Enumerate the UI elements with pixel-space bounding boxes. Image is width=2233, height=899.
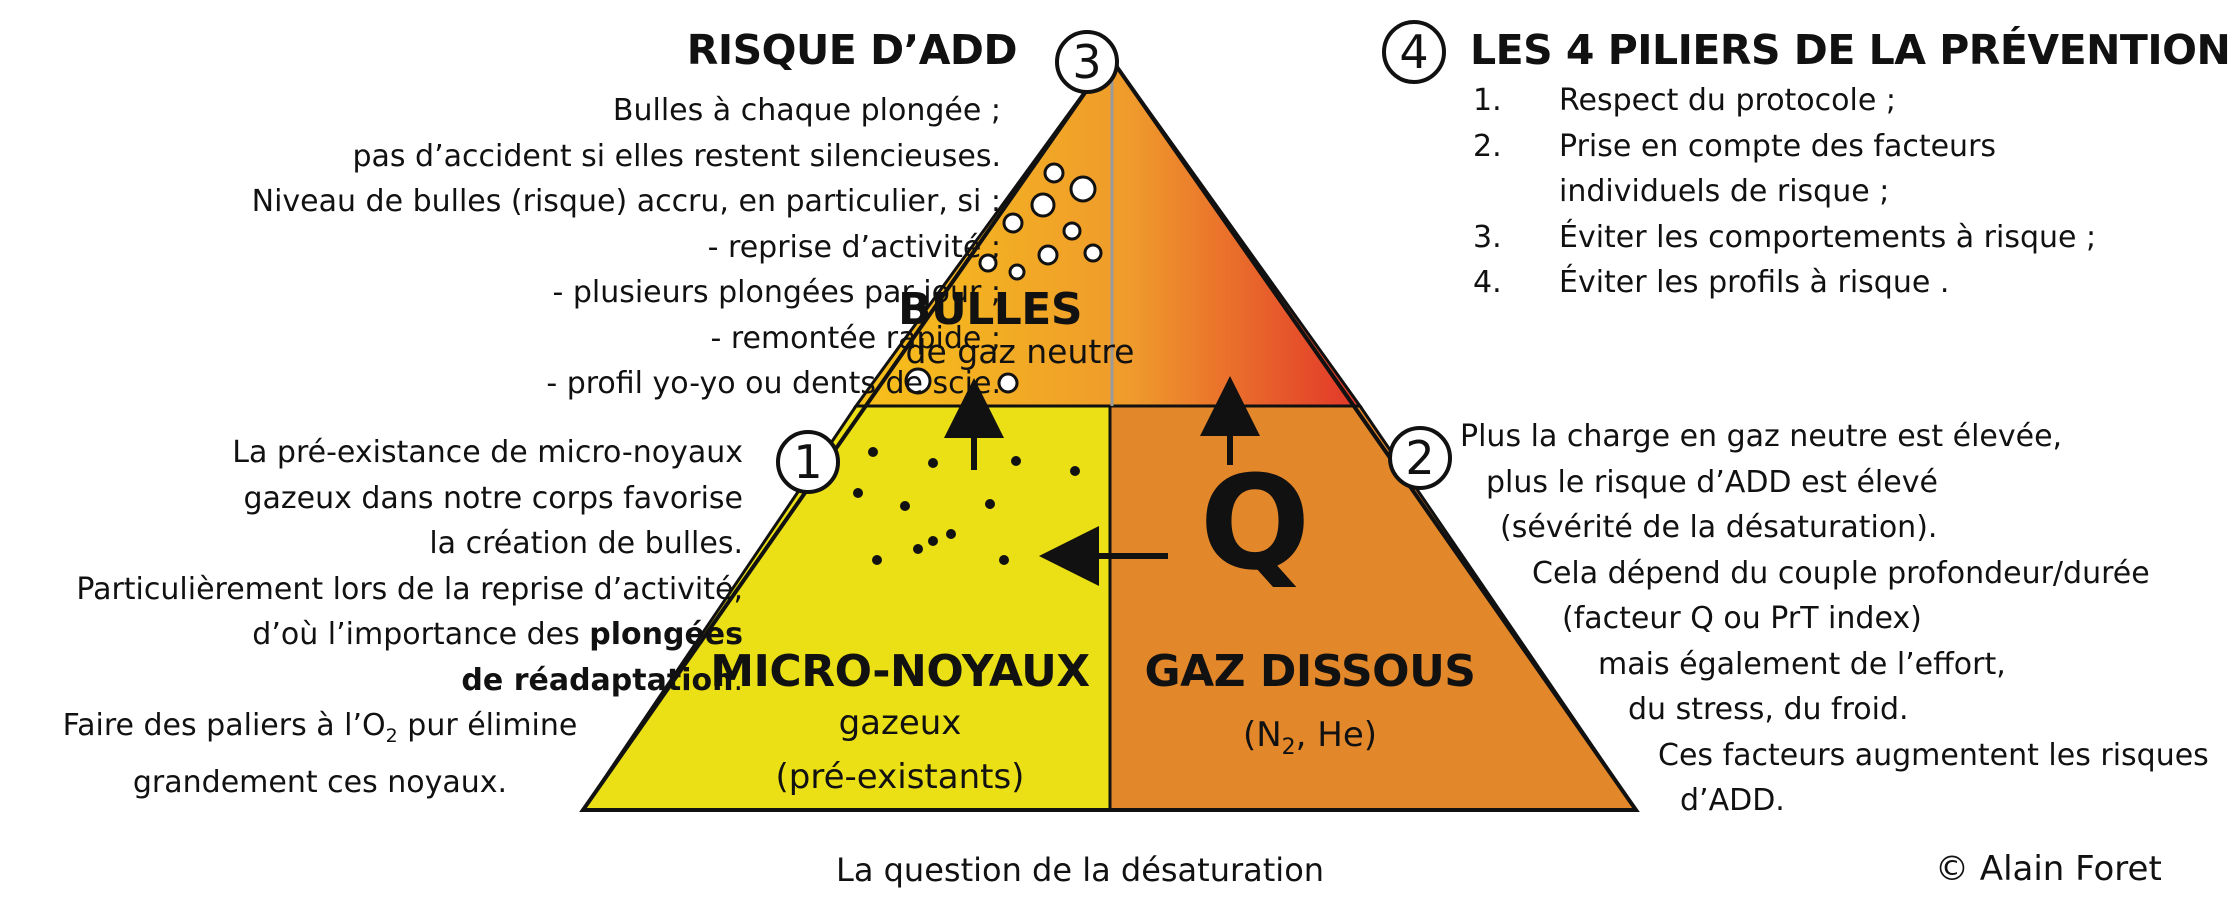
pilier-text: Respect du protocole ;: [1559, 83, 1896, 118]
importance-suffix: .: [733, 662, 743, 698]
dot: [872, 555, 882, 565]
bubble: [1030, 192, 1056, 218]
formula-before: (N: [1242, 715, 1282, 755]
text-line: mais également de l’effort,: [1598, 646, 2006, 682]
dot: [946, 529, 956, 539]
piliers-list: 1. Respect du protocole ; 2. Prise en compt…: [1473, 78, 2096, 306]
bubble: [1002, 212, 1024, 234]
dot: [928, 458, 938, 468]
bubble: [1069, 175, 1097, 203]
dot: [1011, 456, 1021, 466]
bubble: [1062, 221, 1082, 241]
text-line: - profil yo-yo ou dents de scie.: [546, 366, 1001, 401]
paliers-line-1: Faire des paliers à l’O2 pur élimine: [0, 703, 640, 760]
importance-bold-1: plongées: [589, 617, 743, 652]
pilier-text: Prise en compte des facteurs: [1559, 128, 1997, 164]
bulles-title: BULLES: [897, 284, 1083, 335]
dot: [853, 488, 863, 498]
micro-noyaux-dots: [853, 447, 1080, 565]
dot: [985, 499, 995, 509]
text-line: gazeux dans notre corps favorise: [243, 480, 743, 516]
pilier-number: 3.: [1473, 219, 1502, 255]
importance-line: d’où l’importance des plongées: [76, 612, 743, 658]
dot: [868, 447, 878, 457]
text-line: du stress, du froid.: [1628, 692, 1909, 727]
gaz-dissous-zone-title: GAZ DISSOUS: [1144, 646, 1476, 697]
text-line: Niveau de bulles (risque) accru, en part…: [251, 184, 1001, 219]
gaz-dissous-formula: (N2, He): [1110, 718, 1510, 759]
text-line: Ces facteurs augmentent les risques: [1658, 737, 2209, 773]
text-line: Particulièrement lors de la reprise d’ac…: [76, 571, 743, 607]
diagram-caption: La question de la désaturation: [836, 851, 1325, 889]
pilier-text: individuels de risque ;: [1559, 174, 1890, 209]
formula-sub: 2: [1281, 734, 1296, 760]
text-line: pas d’accident si elles restent silencie…: [352, 138, 1001, 174]
bubble: [978, 253, 998, 273]
micro-noyaux-lines: La pré-existance de micro-noyaux gazeux d…: [76, 430, 743, 612]
copyright: © Alain Foret: [1935, 849, 2162, 889]
pilier-item: 3. Éviter les comportements à risque ;: [1473, 215, 2096, 261]
paliers-line-2: grandement ces noyaux.: [132, 764, 508, 800]
number-circle-4: 4: [1382, 20, 1446, 84]
dot: [900, 501, 910, 511]
dot: [1070, 466, 1080, 476]
bubble: [997, 372, 1019, 394]
risque-title: RISQUE D’ADD: [686, 26, 1018, 74]
micro-noyaux-zone-title: MICRO-NOYAUX: [710, 646, 1090, 697]
text-line: La pré-existance de micro-noyaux: [232, 435, 743, 470]
readaptation-line: de réadaptation.: [76, 658, 743, 704]
bubble: [1037, 244, 1059, 266]
importance-bold-2: de réadaptation: [461, 662, 734, 698]
paliers-before: Faire des paliers à l’O: [62, 708, 386, 743]
importance-prefix: d’où l’importance des: [252, 617, 590, 652]
pyramid-outline: [579, 53, 1640, 812]
pilier-item: 1. Respect du protocole ;: [1473, 78, 2096, 124]
bubble: [1008, 263, 1026, 281]
text-line: - plusieurs plongées par jour ;: [552, 275, 1001, 310]
micro-noyaux-zone-sub1: gazeux: [838, 703, 962, 743]
pilier-item: 4. Éviter les profils à risque .: [1473, 260, 2096, 306]
risque-text: Bulles à chaque plongée ; pas d’accident …: [252, 88, 1001, 407]
micro-noyaux-text: La pré-existance de micro-noyaux gazeux d…: [76, 430, 743, 703]
number-circle-3: 3: [1055, 30, 1119, 94]
text-line: Cela dépend du couple profondeur/durée: [1532, 555, 2150, 591]
bubble: [904, 367, 932, 395]
pilier-text: Éviter les comportements à risque ;: [1559, 219, 2097, 255]
bubble: [1083, 243, 1103, 263]
piliers-title: LES 4 PILIERS DE LA PRÉVENTION: [1470, 26, 2231, 74]
dot: [928, 536, 938, 546]
paliers-after: pur élimine: [397, 708, 578, 743]
gaz-dissous-text: Plus la charge en gaz neutre est élevée,…: [1460, 414, 2209, 824]
pilier-item: 2. Prise en compte des facteurs: [1473, 124, 2096, 170]
text-line: (facteur Q ou PrT index): [1562, 601, 1922, 636]
bulles-zone: [853, 54, 1363, 408]
pilier-number: 1.: [1473, 83, 1502, 118]
dot: [913, 544, 923, 554]
text-line: - reprise d’activité ;: [707, 229, 1001, 265]
pilier-number: 4.: [1473, 265, 1502, 300]
pilier-text: Éviter les profils à risque .: [1559, 265, 1950, 300]
number-circle-2: 2: [1388, 426, 1452, 490]
arrows: [944, 376, 1260, 586]
number-circle-1: 1: [776, 430, 840, 494]
paliers-text: Faire des paliers à l’O2 pur élimine gra…: [0, 703, 640, 805]
text-line: plus le risque d’ADD est élevé: [1486, 464, 1938, 500]
text-line: la création de bulles.: [429, 526, 743, 561]
micro-noyaux-zone-sub2: (pré-existants): [775, 757, 1025, 797]
text-line: - remontée rapide ;: [710, 320, 1001, 356]
text-line: Plus la charge en gaz neutre est élevée,: [1460, 419, 2063, 454]
text-line: Bulles à chaque plongée ;: [612, 93, 1001, 128]
text-line: d’ADD.: [1680, 783, 1785, 818]
text-line: (sévérité de la désaturation).: [1500, 510, 1938, 545]
q-factor-label: Q: [1199, 447, 1311, 599]
pilier-number: 2.: [1473, 128, 1502, 164]
dot: [999, 555, 1009, 565]
bubble: [1043, 162, 1065, 184]
formula-after: , He): [1295, 715, 1378, 755]
bulles-sub: de gaz neutre: [905, 332, 1135, 371]
pilier-item: individuels de risque ;: [1473, 169, 2096, 215]
paliers-sub: 2: [385, 725, 398, 747]
